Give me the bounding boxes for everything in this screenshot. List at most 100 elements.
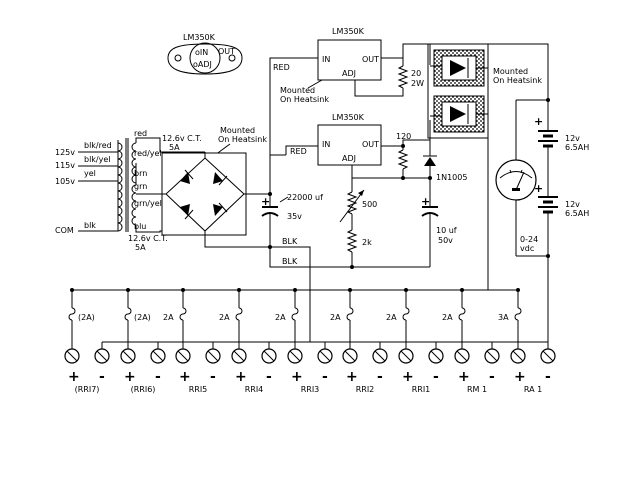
reg-upper-adj: ADJ: [342, 69, 356, 78]
sec-bottom-rating-line1: 12.6v C.T.: [128, 234, 168, 243]
diode-heatsink-outline: [427, 43, 489, 139]
terminal-positive[interactable]: [342, 348, 358, 364]
minus-sign: -: [489, 369, 495, 385]
pinout-out-label: OUT: [218, 47, 235, 56]
resistor-120-ohm: [397, 149, 409, 170]
wire-brn: brn: [134, 169, 147, 178]
terminal-negative[interactable]: [540, 348, 556, 364]
terminal-positive[interactable]: [510, 348, 526, 364]
resistor-20-ohm: [397, 65, 409, 89]
blk-label-upper: BLK: [282, 237, 298, 246]
regulator-upper: LM350K IN OUT ADJ RED 20 2W Mounted On H…: [269, 27, 431, 104]
plus-sign: +: [402, 369, 414, 385]
battery-1-capacity: 6.5AH: [565, 143, 589, 152]
bridge-diode-4: [213, 202, 228, 216]
battery-2-plus: +: [534, 182, 543, 195]
output-label-2: (RRI6): [131, 385, 156, 394]
bridge-heatsink-line2: On Heatsink: [218, 135, 267, 144]
wire-blk-red: blk/red: [84, 141, 112, 150]
primary-winding: [117, 142, 123, 232]
cap-small-value: 10 uf: [436, 226, 457, 235]
terminal-negative[interactable]: [205, 348, 221, 364]
secondary-winding-upper: [131, 142, 137, 184]
output-terminal-pair-2: + -(RRI6): [120, 340, 166, 394]
plus-sign: +: [235, 369, 247, 385]
output-label-8: RM 1: [467, 385, 487, 394]
fuse-5: 2A: [275, 288, 299, 340]
plus-sign: +: [124, 369, 136, 385]
fuse-rating-4: 2A: [219, 313, 230, 322]
output-terminal-pair-1: +-(RRI7): [64, 340, 110, 394]
output-terminal-pair-7: +-RRI1: [398, 340, 444, 394]
sec-top-rating-line1: 12.6v C.T.: [162, 134, 202, 143]
r-20-value: 20: [411, 69, 421, 78]
minus-sign: -: [155, 369, 161, 385]
to3-can: [189, 42, 221, 74]
fuse-1: (2A): [68, 288, 95, 340]
output-terminal-pair-4: +-RRI4: [231, 340, 277, 394]
output-label-3: RRI5: [189, 385, 208, 394]
diode-heatsink-line1: Mounted: [493, 67, 528, 76]
bridge-diode-2: [213, 172, 228, 186]
terminal-positive[interactable]: [287, 348, 303, 364]
battery-2-capacity: 6.5AH: [565, 209, 589, 218]
terminal-negative[interactable]: [484, 348, 500, 364]
terminal-positive[interactable]: [398, 348, 414, 364]
terminal-positive[interactable]: [454, 348, 470, 364]
output-terminal-pair-9: + -RA 1: [510, 340, 556, 394]
bridge-heatsink-box: [161, 152, 247, 236]
reg-upper-body: [317, 39, 382, 81]
terminal-negative[interactable]: [150, 348, 166, 364]
reg-upper-out: OUT: [362, 55, 379, 64]
fuse-rating-9: 3A: [498, 313, 509, 322]
fuse-7: 2A: [386, 288, 410, 340]
pinout-adj-label: oADJ: [193, 60, 212, 69]
terminal-negative[interactable]: [261, 348, 277, 364]
fuse-rating-6: 2A: [330, 313, 341, 322]
minus-sign: -: [545, 369, 551, 385]
bridge-heatsink-line1: Mounted: [220, 126, 255, 135]
adjust-network: 500 2k + 10 uf 50v: [339, 144, 457, 269]
regulator-lower: LM350K IN OUT ADJ RED 120 1N1005: [270, 113, 467, 182]
fuse-3: 2A: [163, 288, 187, 340]
terminal-negative[interactable]: [428, 348, 444, 364]
terminal-positive[interactable]: [64, 348, 80, 364]
red-label-upper: RED: [273, 63, 290, 72]
output-label-6: RRI2: [356, 385, 375, 394]
tap-115v: 115v: [55, 161, 75, 170]
reg-upper-part: LM350K: [332, 27, 365, 36]
minus-sign: -: [377, 369, 383, 385]
r-20-rating: 2W: [411, 79, 424, 88]
resistor-2k: [346, 229, 358, 253]
fuse-layer: (2A) (2A) 2A 2A 2A 2A 2A 2A 3A: [68, 288, 522, 340]
wire-red: red: [134, 129, 147, 138]
terminal-positive[interactable]: [175, 348, 191, 364]
fuse-rating-8: 2A: [442, 313, 453, 322]
sec-top-rating-line2: 5A: [169, 143, 180, 152]
terminal-negative[interactable]: [317, 348, 333, 364]
tap-com: COM: [55, 226, 74, 235]
fuse-2: (2A): [124, 288, 151, 340]
r-2k-value: 2k: [362, 238, 372, 247]
minus-sign: -: [266, 369, 272, 385]
output-label-9: RA 1: [524, 385, 542, 394]
wire-blu: blu: [134, 222, 146, 231]
reg-lower-out: OUT: [362, 140, 379, 149]
pinout-in-label: oIN: [195, 48, 208, 57]
output-diode-heatsink: Mounted On Heatsink: [427, 43, 549, 290]
terminal-negative[interactable]: [372, 348, 388, 364]
battery-1-plus: +: [534, 115, 543, 128]
meter-unit: vdc: [520, 244, 534, 253]
output-terminal-pair-6: +-RRI2: [342, 340, 388, 394]
terminal-positive[interactable]: [120, 348, 136, 364]
reg-lower-adj: ADJ: [342, 154, 356, 163]
terminal-positive[interactable]: [231, 348, 247, 364]
reg-upper-in: IN: [322, 55, 330, 64]
output-terminal-pair-5: +-RRI3: [287, 340, 333, 394]
terminal-layer: +-(RRI7)+-(RRI6)+-RRI5+-RRI4+-RRI3+-RRI2…: [64, 340, 556, 394]
terminal-negative[interactable]: [94, 348, 110, 364]
plus-sign: +: [514, 369, 526, 385]
pot-value: 500: [362, 200, 377, 209]
cap-main-plus: +: [261, 195, 270, 208]
